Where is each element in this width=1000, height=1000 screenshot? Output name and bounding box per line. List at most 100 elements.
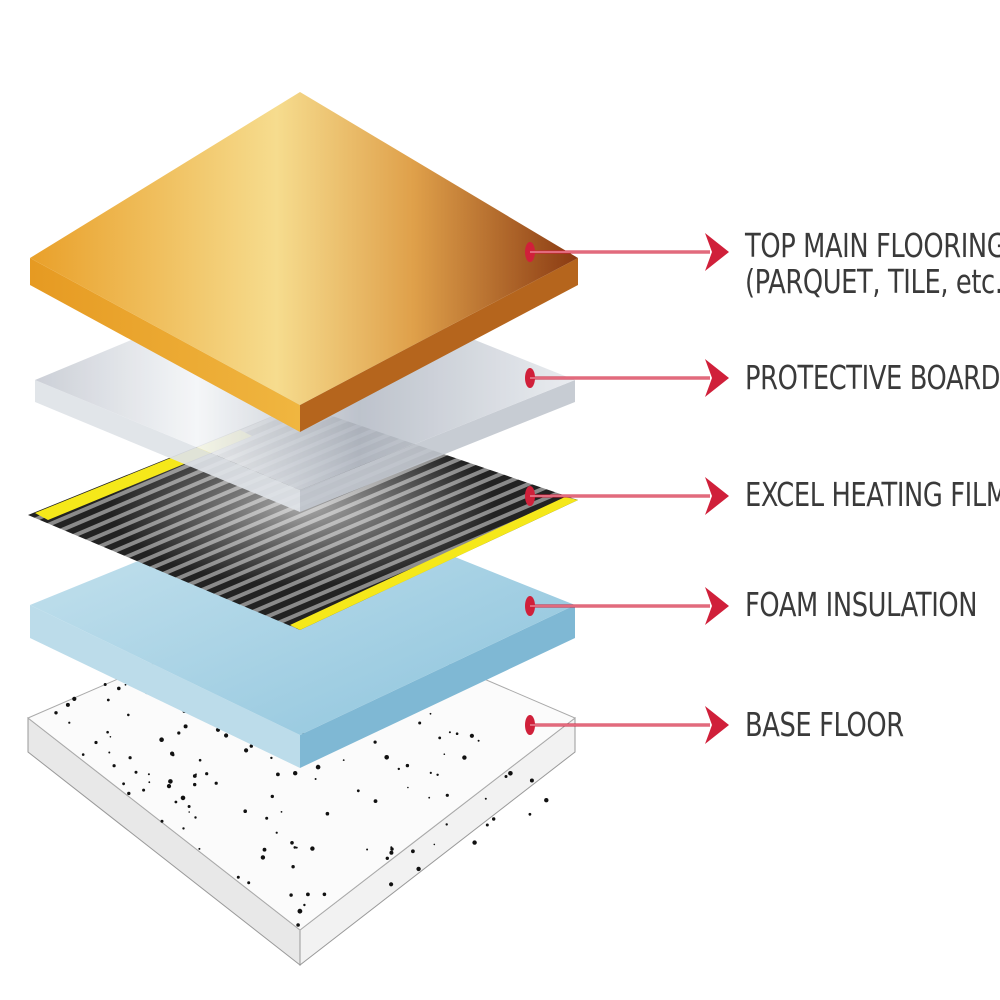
speck <box>492 817 496 821</box>
speck <box>529 778 534 783</box>
speck <box>528 812 532 816</box>
speck <box>411 849 415 854</box>
label-foam-insulation: FOAM INSULATION <box>745 585 978 624</box>
label-top-main-flooring: TOP MAIN FLOORING (PARQUET, TILE, etc.) <box>745 228 1000 300</box>
speck <box>109 736 112 738</box>
speck <box>81 753 85 756</box>
speck <box>407 786 409 789</box>
speck <box>262 847 267 852</box>
speck <box>306 892 310 897</box>
speck <box>247 881 251 885</box>
speck <box>429 771 432 775</box>
speck <box>194 816 197 819</box>
speck <box>325 811 330 816</box>
speck <box>205 772 209 776</box>
speck <box>296 923 300 927</box>
label-line: EXCEL HEATING FILM <box>745 475 1000 514</box>
label-heating-film: EXCEL HEATING FILM <box>745 477 1000 513</box>
speck <box>455 732 459 735</box>
speck <box>134 770 138 774</box>
speck <box>54 711 58 715</box>
speck <box>187 805 191 808</box>
arrow-protective <box>525 359 729 397</box>
label-line: TOP MAIN FLOORING <box>745 226 1000 265</box>
speck <box>249 744 253 748</box>
label-line: FOAM INSULATION <box>745 585 978 624</box>
speck <box>65 702 70 707</box>
speck <box>127 791 131 796</box>
speck <box>124 683 127 686</box>
speck <box>193 782 197 787</box>
speck <box>244 748 249 753</box>
speck <box>280 811 283 813</box>
speck <box>303 903 306 907</box>
speck <box>177 731 181 735</box>
arrow-base <box>525 706 729 744</box>
speck <box>174 800 178 804</box>
speck <box>485 823 489 827</box>
film-stripe-right <box>290 497 578 630</box>
speck <box>384 755 390 760</box>
speck <box>472 840 477 845</box>
speck <box>390 846 393 849</box>
speck <box>429 712 432 715</box>
speck <box>314 778 317 780</box>
speck <box>295 846 298 849</box>
speck <box>416 866 421 872</box>
speck <box>389 850 394 855</box>
speck <box>128 756 132 760</box>
speck <box>275 831 278 834</box>
speck <box>68 721 71 724</box>
speck <box>544 798 549 803</box>
speck <box>270 794 274 799</box>
speck <box>438 736 442 740</box>
speck <box>160 819 164 823</box>
layer-top-flooring <box>30 92 578 432</box>
speck <box>385 856 389 860</box>
label-line: BASE FLOOR <box>745 705 904 744</box>
label-base-floor: BASE FLOOR <box>745 707 904 743</box>
speck <box>243 809 247 813</box>
layer-heating-film <box>28 405 578 630</box>
speck <box>504 775 508 778</box>
speck <box>508 771 513 776</box>
speck <box>289 893 293 897</box>
speck <box>373 740 377 744</box>
speck <box>469 733 474 738</box>
speck <box>322 892 327 897</box>
speck <box>484 797 487 800</box>
speck <box>448 731 451 734</box>
arrow-foam <box>525 587 729 625</box>
label-line: PROTECTIVE BOARD <box>745 358 1000 397</box>
speck <box>390 847 394 851</box>
label-line: (PARQUET, TILE, etc.) <box>745 262 1000 301</box>
speck <box>117 686 121 691</box>
speck <box>265 816 269 820</box>
speck <box>260 855 266 860</box>
speck <box>366 848 369 851</box>
speck <box>428 796 431 799</box>
speck <box>389 882 394 887</box>
speck <box>356 789 360 793</box>
speck <box>106 730 109 734</box>
speck <box>94 740 98 745</box>
speck <box>418 721 422 725</box>
arrow-top <box>525 233 729 271</box>
speck <box>297 908 303 914</box>
speck <box>147 773 150 776</box>
speck <box>276 772 280 777</box>
speck <box>405 763 410 768</box>
speck <box>342 759 345 761</box>
speck <box>224 733 229 738</box>
speck <box>443 753 446 755</box>
speck <box>290 841 294 845</box>
speck <box>293 771 298 776</box>
speck <box>198 758 202 762</box>
speck <box>103 683 107 686</box>
speck <box>183 724 188 729</box>
speck <box>315 764 321 770</box>
speck <box>310 846 315 851</box>
speck <box>182 827 185 830</box>
speck <box>397 767 400 771</box>
